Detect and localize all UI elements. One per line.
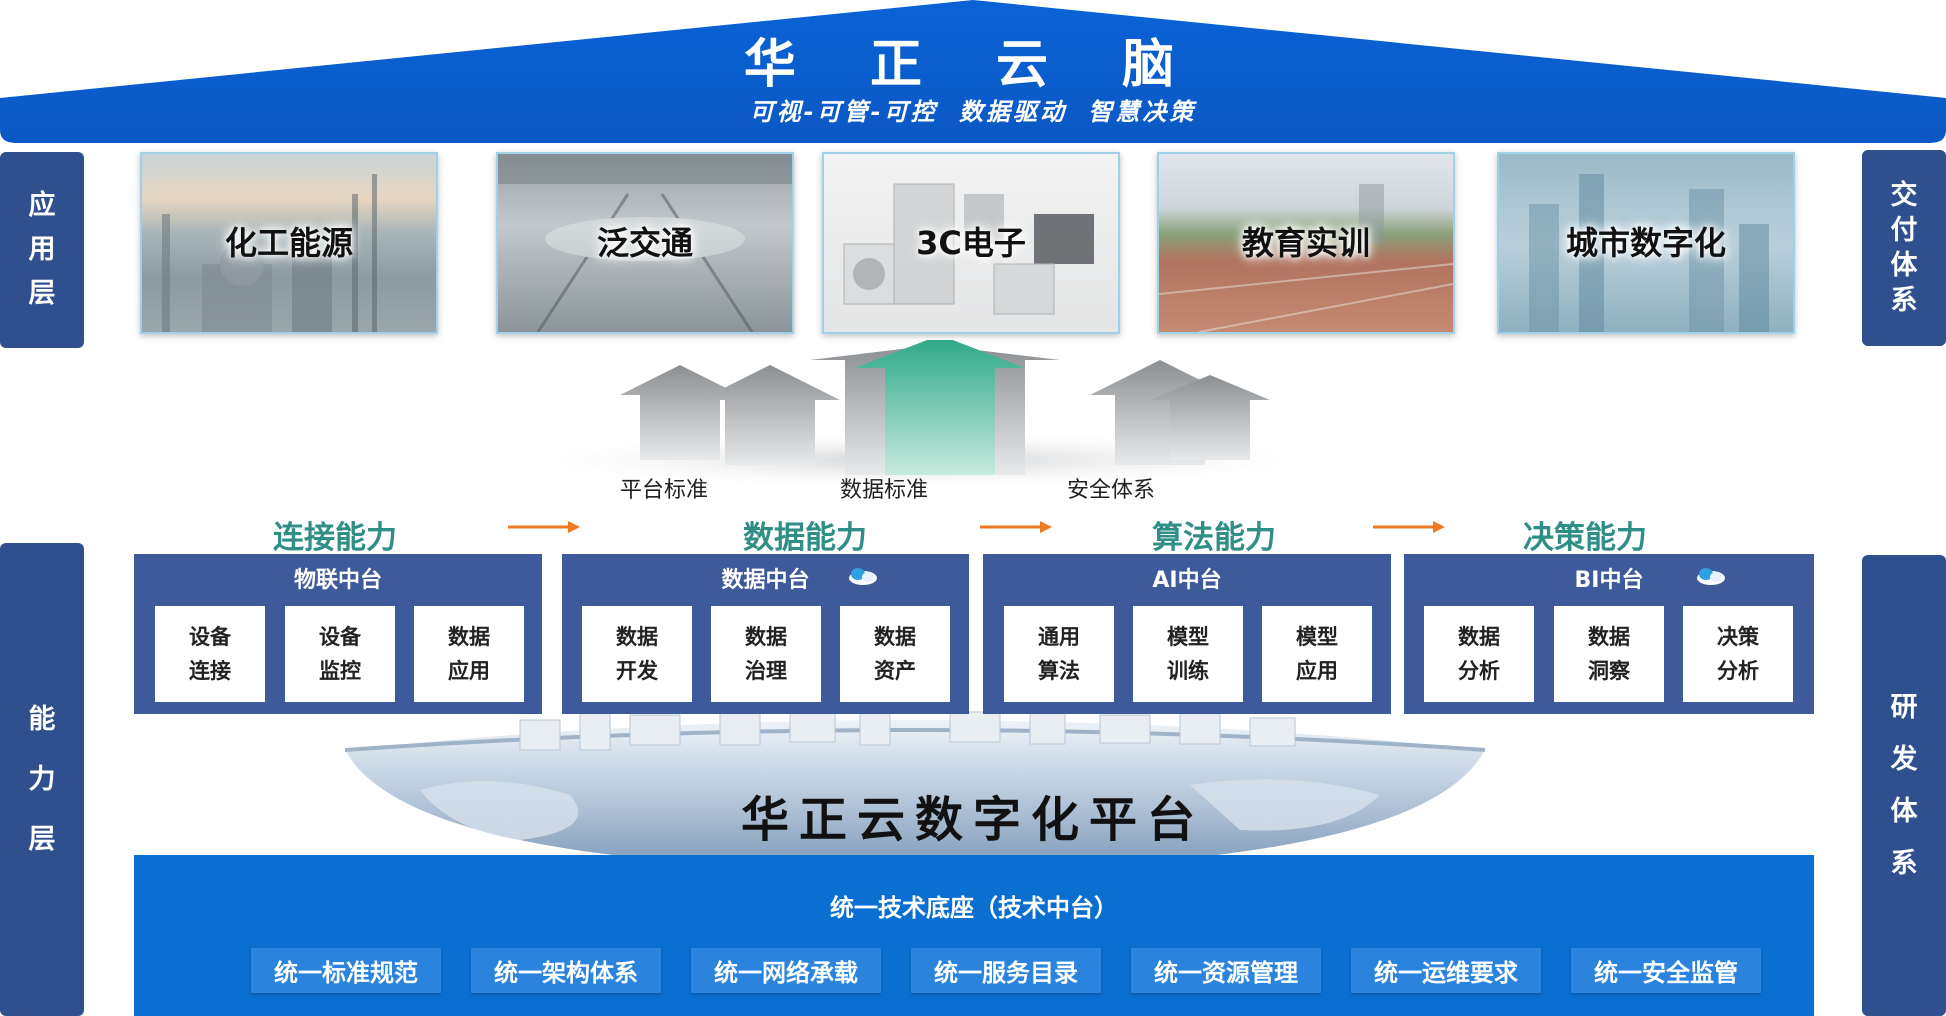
standards-arrows-graphic: [480, 340, 1360, 485]
app-tile-transportation[interactable]: 泛交通: [496, 152, 794, 334]
standard-label-platform: 平台标准: [620, 478, 709, 503]
box-data-analysis: 数据分析: [1424, 606, 1534, 702]
roof-banner: [0, 0, 1946, 143]
box-data-insight: 数据洞察: [1554, 606, 1664, 702]
capability-algorithm: 算法能力: [1152, 520, 1276, 556]
roof-subtitle: 可视-可管-可控 数据驱动 智慧决策: [749, 98, 1197, 126]
box-general-algorithm: 通用算法: [1004, 606, 1114, 702]
box-data-application: 数据应用: [414, 606, 524, 702]
digital-city-image: [1529, 174, 1769, 332]
industrial-plant-image: [162, 174, 377, 332]
foundation-item: 统一安全监管: [1571, 948, 1761, 993]
app-label: 3C电子: [916, 224, 1026, 262]
cloud-icon: [1697, 568, 1725, 585]
foundation-item: 统一服务目录: [911, 948, 1101, 993]
foundation-item: 统一网络承载: [691, 948, 881, 993]
running-track-image: [1159, 184, 1453, 332]
app-tile-city-digitalization[interactable]: 城市数字化: [1497, 152, 1795, 334]
foundation-item: 统一运维要求: [1351, 948, 1541, 993]
capability-decision: 决策能力: [1523, 520, 1647, 556]
technical-foundation: 统一技术底座（技术中台） 统一标准规范 统一架构体系 统一网络承载 统一服务目录…: [134, 855, 1814, 1016]
side-label-capability-layer: 能力层: [0, 543, 84, 1016]
app-label: 泛交通: [596, 224, 693, 262]
box-device-monitor: 设备监控: [285, 606, 395, 702]
app-label: 教育实训: [1241, 224, 1370, 262]
platform-title: 数据中台: [721, 568, 810, 593]
box-data-assets: 数据资产: [840, 606, 950, 702]
platform-ai: AI中台 通用算法 模型训练 模型应用: [983, 554, 1391, 714]
platform-bi: BI中台 数据分析 数据洞察 决策分析: [1404, 554, 1814, 714]
flow-arrow-icon: [1373, 521, 1445, 533]
box-decision-analysis: 决策分析: [1683, 606, 1793, 702]
side-label-delivery-system: 交付体系: [1862, 150, 1946, 346]
platform-title: 华正云数字化平台: [740, 792, 1205, 848]
box-data-governance: 数据治理: [711, 606, 821, 702]
capability-connect: 连接能力: [273, 520, 397, 556]
app-tile-3c-electronics[interactable]: 3C电子: [822, 152, 1120, 334]
appliances-image: [843, 183, 1094, 315]
app-tile-education-training[interactable]: 教育实训: [1157, 152, 1455, 334]
foundation-title: 统一技术底座（技术中台）: [830, 894, 1118, 922]
box-model-training: 模型训练: [1133, 606, 1243, 702]
side-label-rnd-system: 研发体系: [1862, 555, 1946, 1016]
platform-title: BI中台: [1574, 568, 1644, 593]
app-label: 化工能源: [224, 224, 353, 262]
box-device-connect: 设备连接: [155, 606, 265, 702]
app-tile-chemical-energy[interactable]: 化工能源: [140, 152, 438, 334]
foundation-item: 统一标准规范: [251, 948, 441, 993]
transport-hub-image: [498, 154, 792, 332]
side-label-app-layer: 应用层: [0, 152, 84, 348]
platform-title: 物联中台: [293, 568, 382, 593]
platform-data: 数据中台 数据开发 数据治理 数据资产: [562, 554, 969, 714]
app-label: 城市数字化: [1565, 224, 1726, 262]
flow-arrow-icon: [508, 521, 580, 533]
capability-data: 数据能力: [743, 520, 867, 556]
flow-arrow-icon: [980, 521, 1052, 533]
standard-label-data: 数据标准: [840, 478, 929, 503]
cloud-icon: [849, 568, 877, 585]
roof-title: 华 正 云 脑: [743, 35, 1203, 95]
box-data-development: 数据开发: [582, 606, 692, 702]
foundation-item: 统一架构体系: [471, 948, 661, 993]
platform-iot: 物联中台 设备连接 设备监控 数据应用: [134, 554, 542, 714]
foundation-item: 统一资源管理: [1131, 948, 1321, 993]
standard-label-security: 安全体系: [1067, 478, 1156, 503]
platform-title: AI中台: [1152, 568, 1222, 593]
box-model-application: 模型应用: [1262, 606, 1372, 702]
